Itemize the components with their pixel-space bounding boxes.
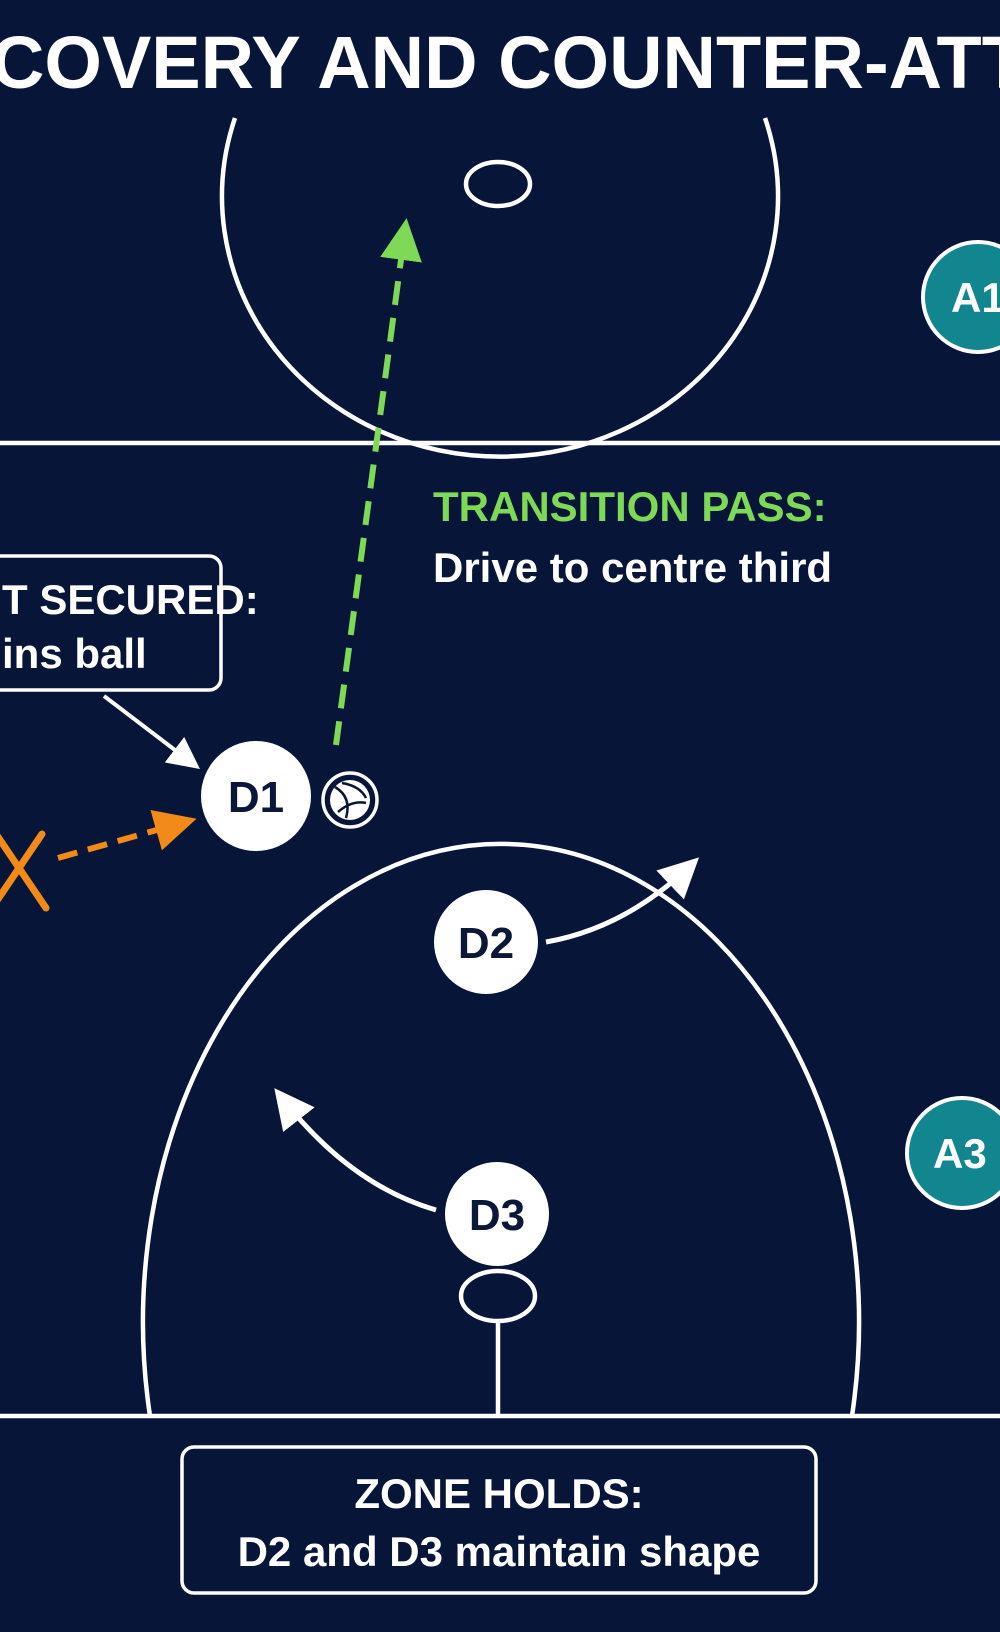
bottom-goal-ring — [458, 1268, 538, 1324]
player-d3-label: D3 — [469, 1191, 525, 1240]
top-goal-circle — [219, 117, 781, 459]
attacker-a3-label: A3 — [933, 1130, 987, 1177]
transition-pass-subtext: Drive to centre third — [433, 544, 832, 591]
transition-pass-heading: TRANSITION PASS: — [433, 483, 827, 530]
interception-arrow — [57, 809, 197, 861]
x-mark-icon — [0, 830, 50, 912]
attacker-a3: A3 — [905, 1096, 1000, 1210]
diagram-title: E RECOVERY AND COUNTER-ATTACK — [0, 21, 1000, 104]
callout-pointer-arrow — [102, 694, 200, 770]
player-d2-label: D2 — [458, 919, 514, 968]
bottom-goal-circle — [140, 841, 862, 1417]
zone-holds-subtext: D2 and D3 maintain shape — [238, 1528, 761, 1575]
netball-icon — [321, 771, 379, 829]
secured-callout-subtext: ins ball — [2, 630, 147, 677]
top-goal-ring — [463, 159, 533, 209]
attacker-a1-label: A1 — [951, 274, 1000, 321]
zone-holds-heading: ZONE HOLDS: — [354, 1470, 643, 1517]
zone-holds-callout-box — [180, 1445, 818, 1595]
player-d1-label: D1 — [228, 773, 284, 822]
secured-callout-box — [0, 554, 223, 692]
transition-pass-arrow — [333, 218, 422, 746]
player-d3: D3 — [445, 1162, 549, 1266]
secured-callout-heading: T SECURED: — [2, 576, 259, 623]
player-d2: D2 — [434, 890, 538, 994]
attacker-a1: A1 — [921, 240, 1000, 354]
d3-movement-arrow — [274, 1088, 437, 1213]
d2-movement-arrow — [545, 857, 700, 945]
player-d1: D1 — [201, 741, 311, 851]
